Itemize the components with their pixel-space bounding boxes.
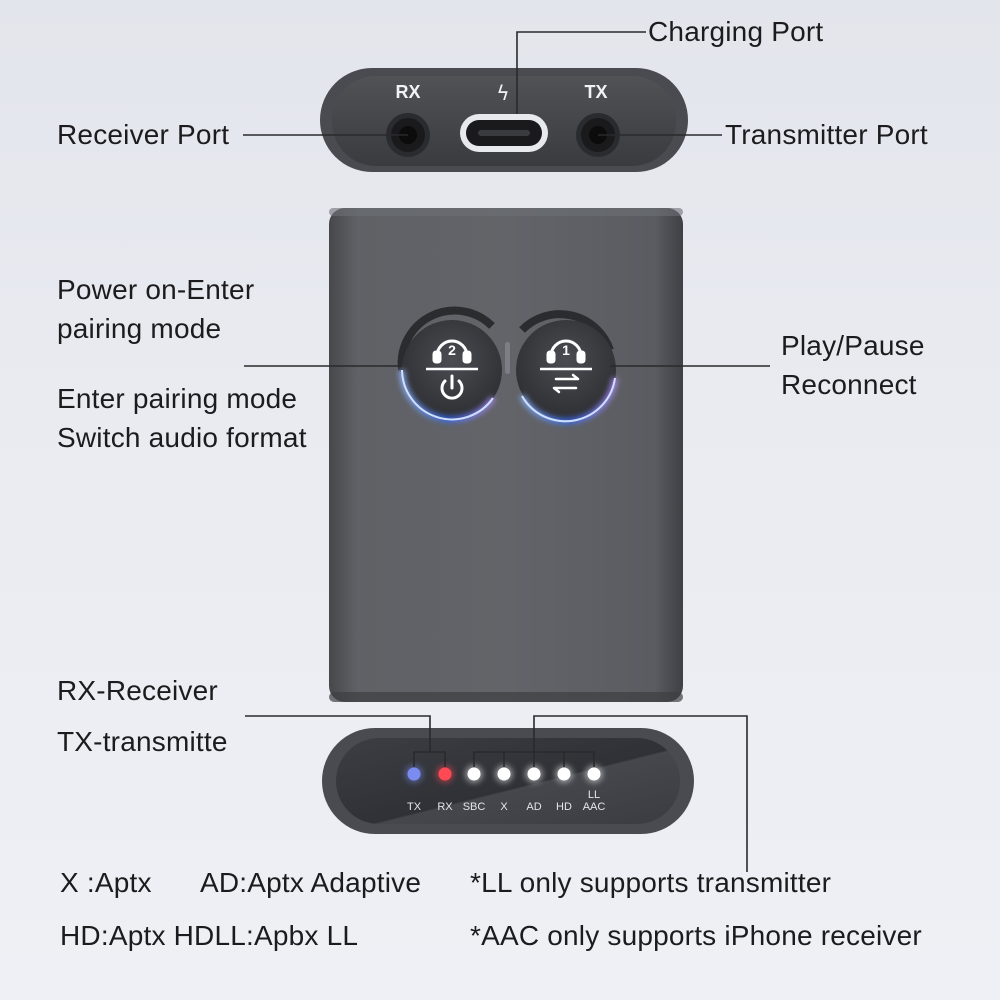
- led-dot: [497, 767, 511, 781]
- legend-x: X :Aptx: [60, 867, 152, 898]
- rx-port-label: RX: [395, 82, 420, 102]
- transmitter-port-label: Transmitter Port: [725, 119, 928, 150]
- left-button: 2: [397, 306, 502, 422]
- left-button-bottom-line2: Switch audio format: [57, 422, 307, 453]
- led-dot: [438, 767, 452, 781]
- left-button-number: 2: [448, 342, 456, 358]
- legend-ad: AD:Aptx Adaptive: [200, 867, 422, 898]
- led-dot: [467, 767, 481, 781]
- led-dot: [527, 767, 541, 781]
- led-x: X: [495, 765, 513, 813]
- led-label: AAC: [583, 801, 606, 813]
- indicator-slit: [505, 342, 510, 374]
- receiver-port-label: Receiver Port: [57, 119, 230, 150]
- led-label: X: [500, 801, 508, 813]
- tx-port-label: TX: [584, 82, 607, 102]
- right-button: 1: [516, 310, 618, 424]
- led-rx: RX: [436, 765, 454, 813]
- led-ad: AD: [525, 765, 543, 813]
- led-label: HD: [556, 801, 572, 813]
- lightning-icon: ϟ: [496, 81, 509, 105]
- led-dot: [557, 767, 571, 781]
- led-label: AD: [526, 801, 541, 813]
- headphone-icon: [432, 339, 472, 364]
- leader-lines: [243, 31, 770, 872]
- legend-ll-note: *LL only supports transmitter: [470, 867, 832, 898]
- left-button-top-line2: pairing mode: [57, 313, 222, 344]
- swap-arrows-icon: [552, 373, 580, 394]
- rx-receiver-label: RX-Receiver: [57, 675, 218, 706]
- power-icon: [440, 374, 464, 400]
- tx-transmitter-label: TX-transmitte: [57, 726, 228, 757]
- led-dot: [407, 767, 421, 781]
- left-button-bottom-line1: Enter pairing mode: [57, 383, 298, 414]
- headphone-icon: [546, 339, 586, 364]
- legend-hd: HD:Aptx HDLL:Apbx LL: [60, 920, 359, 951]
- right-button-line1: Play/Pause: [781, 330, 925, 361]
- right-button-line2: Reconnect: [781, 369, 917, 400]
- led-tx: TX: [405, 765, 423, 813]
- led-label: TX: [407, 801, 422, 813]
- top-panel: RX TX ϟ: [320, 68, 688, 172]
- left-button-top-line1: Power on-Enter: [57, 274, 255, 305]
- led-sublabel: LL: [588, 789, 600, 801]
- legend-aac-note: *AAC only supports iPhone receiver: [470, 920, 922, 951]
- led-label: RX: [437, 801, 453, 813]
- charging-port-label: Charging Port: [648, 16, 824, 47]
- led-dot: [587, 767, 601, 781]
- led-hd: HD: [555, 765, 573, 813]
- led-label: SBC: [463, 801, 486, 813]
- usb-c-port: [460, 114, 548, 152]
- right-button-number: 1: [562, 342, 570, 358]
- led-sbc: SBC: [463, 765, 486, 813]
- device-body: [329, 208, 683, 702]
